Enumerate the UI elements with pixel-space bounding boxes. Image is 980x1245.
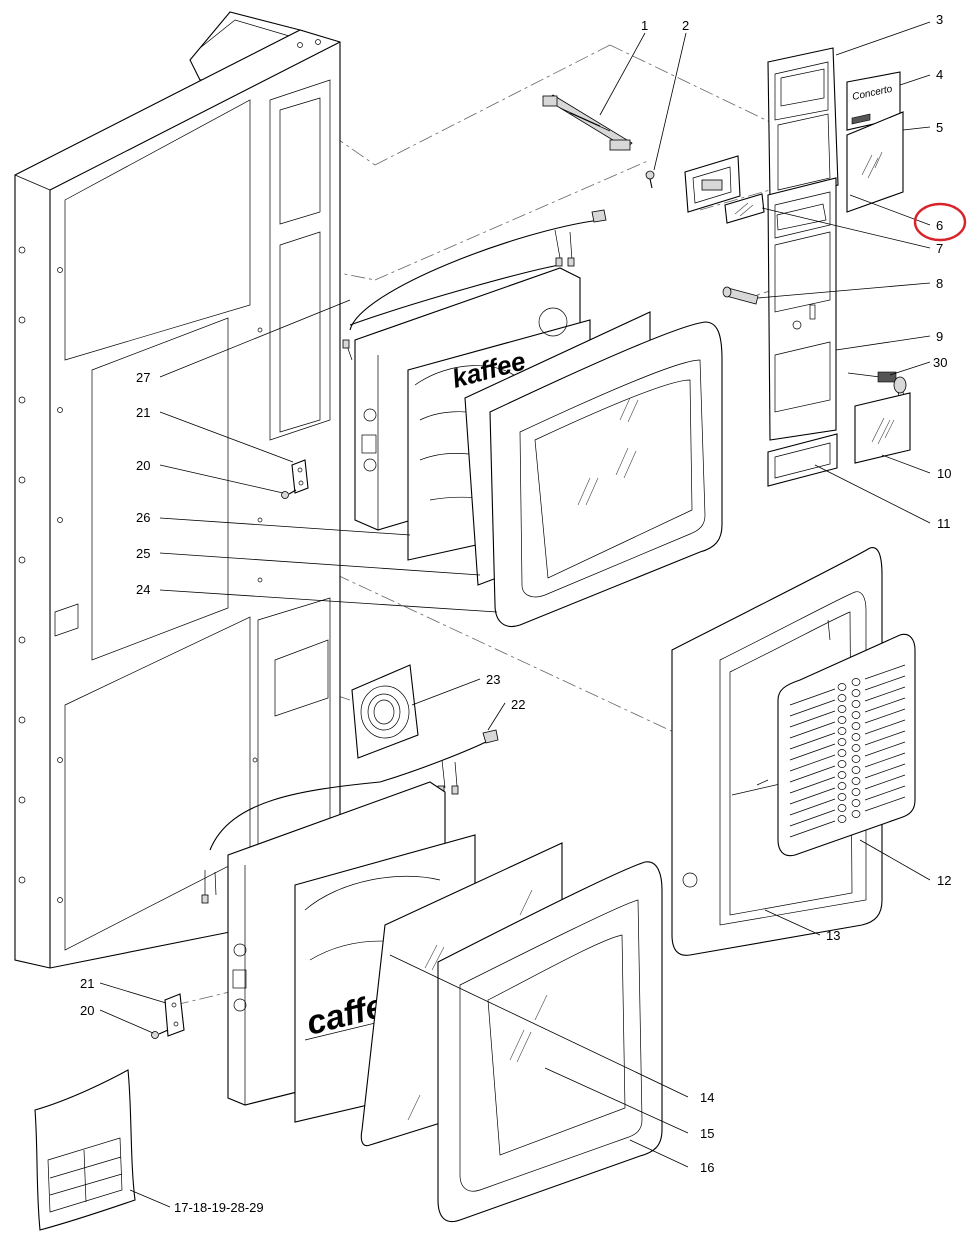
lower-door-frame (437, 861, 663, 1223)
keypad-row-right (864, 730, 906, 746)
label-14: 14 (700, 1090, 714, 1105)
keypad-button (837, 793, 847, 801)
keypad-row-right (864, 774, 906, 790)
part-labels: 1 2 3 4 5 6 7 8 9 30 10 11 12 13 14 15 1… (80, 12, 951, 1215)
hinge-bracket-lower (151, 993, 185, 1039)
speaker-23 (351, 664, 419, 759)
keypad-row-left (789, 743, 836, 761)
keypad-row-left (789, 809, 836, 827)
label-24: 24 (136, 582, 150, 597)
door-13 (671, 547, 883, 956)
keypad-button (851, 810, 861, 818)
leader-lines (99, 21, 931, 1208)
label-6: 6 (936, 218, 943, 233)
keypad-row-right (864, 708, 906, 724)
label-3: 3 (936, 12, 943, 27)
label-21-upper: 21 (136, 405, 150, 420)
keypad-button (851, 700, 861, 708)
label-23: 23 (486, 672, 500, 687)
control-panel-assembly: Concerto (684, 47, 911, 487)
label-22: 22 (511, 697, 525, 712)
keypad-button (851, 722, 861, 730)
keypad-row-left (789, 732, 836, 750)
keypad-button (837, 804, 847, 812)
keypad-row-left (789, 688, 836, 706)
keypad-row-left (789, 820, 836, 838)
keypad-button (837, 738, 847, 746)
label-27: 27 (136, 370, 150, 385)
label-20-lower: 20 (80, 1003, 94, 1018)
label-17-18-19-28-29: 17-18-19-28-29 (174, 1200, 264, 1215)
keypad-row-right (864, 741, 906, 757)
label-21-lower: 21 (80, 976, 94, 991)
upper-door-frame (489, 321, 723, 627)
label-13: 13 (826, 928, 840, 943)
keypad-button (851, 744, 861, 752)
label-11: 11 (937, 516, 951, 531)
keypad-button (851, 799, 861, 807)
keypad-row-right (864, 664, 906, 680)
screw-2 (645, 170, 655, 189)
label-20-upper: 20 (136, 458, 150, 473)
keypad-row-right (864, 752, 906, 768)
keypad-row-left (789, 798, 836, 816)
keypad-button (851, 755, 861, 763)
keypad-row-left (789, 754, 836, 772)
keypad-row-right (864, 763, 906, 779)
keypad-row-left (789, 765, 836, 783)
keypad-row-right (864, 686, 906, 702)
keypad-button (851, 733, 861, 741)
label-bag (34, 1069, 136, 1231)
keypad-button (837, 771, 847, 779)
label-30: 30 (933, 355, 947, 370)
keypad-row-left (789, 721, 836, 739)
keypad-button (837, 815, 847, 823)
highlight-circle-part-6 (913, 202, 967, 242)
label-16: 16 (700, 1160, 714, 1175)
cable-harness-1 (542, 94, 633, 151)
keypad-button (837, 683, 847, 691)
keypad-row-right (864, 719, 906, 735)
label-10: 10 (937, 466, 951, 481)
keypad-button (837, 760, 847, 768)
label-12: 12 (937, 873, 951, 888)
keypad-row-right (864, 785, 906, 801)
keypad-button (837, 727, 847, 735)
label-8: 8 (936, 276, 943, 291)
cabinet-frame (14, 11, 341, 969)
keypad-button (851, 678, 861, 686)
keypad-row-left (789, 776, 836, 794)
label-4: 4 (936, 67, 943, 82)
hinge-bracket-upper (281, 459, 309, 499)
label-2: 2 (682, 18, 689, 33)
label-1: 1 (641, 18, 648, 33)
keypad-button (851, 766, 861, 774)
label-25: 25 (136, 546, 150, 561)
keypad-12 (777, 633, 916, 857)
label-15: 15 (700, 1126, 714, 1141)
keypad-row-left (789, 699, 836, 717)
keypad-button (851, 689, 861, 697)
label-9: 9 (936, 329, 943, 344)
keypad-button (837, 782, 847, 790)
keypad-button (851, 777, 861, 785)
keypad-button (837, 705, 847, 713)
label-7: 7 (936, 241, 943, 256)
keypad-button (851, 711, 861, 719)
keypad-row-right (864, 697, 906, 713)
label-26: 26 (136, 510, 150, 525)
keypad-row-right (864, 675, 906, 691)
keypad-button (837, 749, 847, 757)
keypad-button (837, 716, 847, 724)
keypad-button (837, 694, 847, 702)
keypad-row-left (789, 787, 836, 805)
keypad-row-left (789, 710, 836, 728)
keypad-button (851, 788, 861, 796)
keypad-row-right (864, 796, 906, 812)
label-5: 5 (936, 120, 943, 135)
